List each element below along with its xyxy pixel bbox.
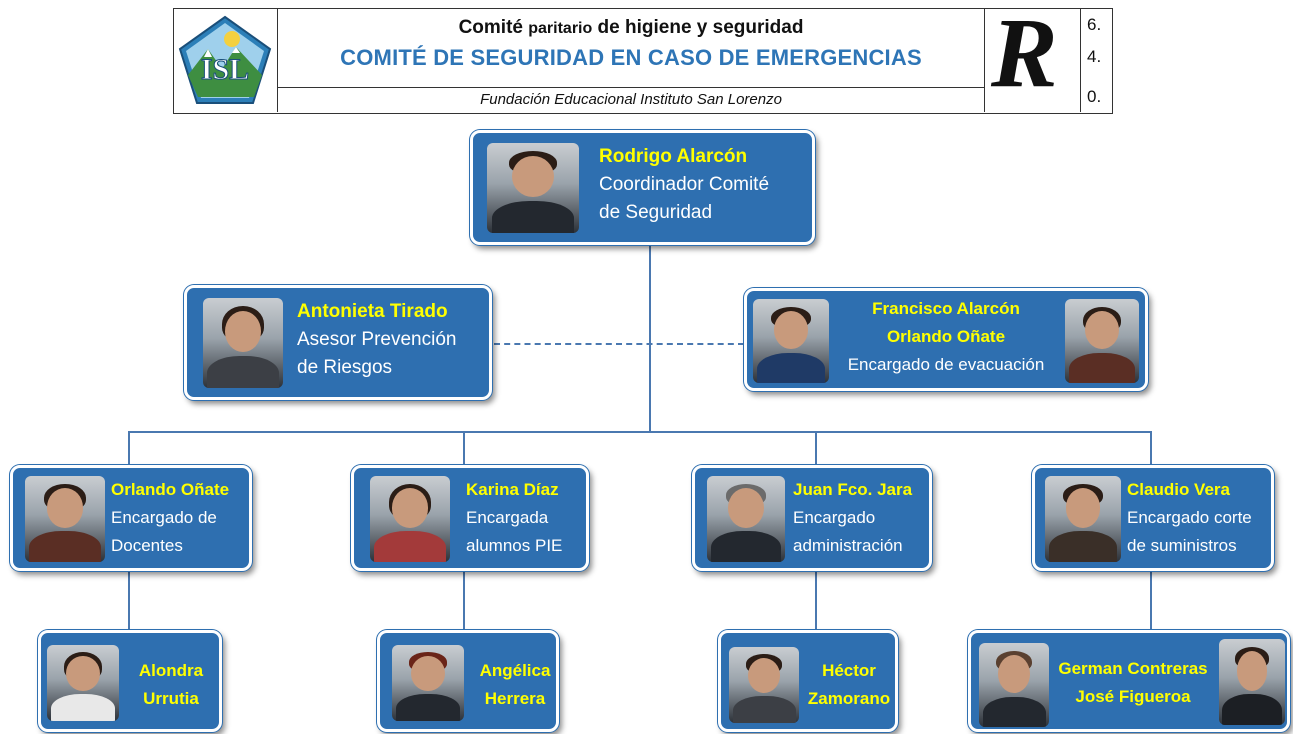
- level3-box-2: Angélica Herrera: [377, 630, 559, 732]
- level2-photo-4: [1045, 476, 1121, 562]
- level2-photo-3: [707, 476, 785, 562]
- title-part-2: de higiene y seguridad: [592, 17, 804, 38]
- level2-name-1: Orlando Oñate: [111, 480, 230, 499]
- connector-coordinator-down: [649, 244, 651, 432]
- level3-photo-3: [729, 647, 799, 723]
- revision-letter: R: [991, 0, 1058, 108]
- logo-text: ISL: [201, 53, 249, 86]
- coordinator-photo: [487, 143, 579, 233]
- evacuation-box: Francisco Alarcón Orlando Oñate Encargad…: [744, 288, 1148, 391]
- evacuation-role: Encargado de evacuación: [847, 355, 1045, 374]
- coordinator-role-line-2: de Seguridad: [599, 202, 713, 223]
- level3-photo-5: [1219, 639, 1285, 725]
- level3-photo-2: [392, 645, 464, 721]
- code-part-1: 6.: [1087, 15, 1102, 34]
- logo-cell: ISL: [174, 9, 278, 112]
- institution-name: Fundación Educacional Instituto San Lore…: [480, 91, 782, 108]
- title-part-1: Comité: [458, 17, 529, 38]
- level3-photo-1: [47, 645, 119, 721]
- level3-box-3: Héctor Zamorano: [718, 630, 898, 732]
- title-part-small: paritario: [528, 20, 593, 37]
- document-code-cell: 6. 4. 0.: [1081, 9, 1111, 112]
- connector-level3-3: [815, 570, 817, 632]
- advisor-box: Antonieta Tirado Asesor Prevención de Ri…: [184, 285, 492, 400]
- level2-photo-2: [370, 476, 450, 562]
- connector-level2-horizontal: [128, 431, 1152, 433]
- level2-role-1-line-2: Docentes: [111, 536, 183, 555]
- level2-name-2: Karina Díaz: [466, 480, 559, 499]
- level2-role-4-line-2: de suministros: [1127, 536, 1237, 555]
- document-subtitle: COMITÉ DE SEGURIDAD EN CASO DE EMERGENCI…: [340, 45, 922, 70]
- advisor-name: Antonieta Tirado: [297, 301, 448, 322]
- level2-photo-1: [25, 476, 105, 562]
- advisor-role-line-2: de Riesgos: [297, 357, 393, 378]
- code-part-3: 0.: [1087, 87, 1102, 106]
- code-part-2: 4.: [1087, 47, 1102, 66]
- connector-drop-4: [1150, 431, 1152, 469]
- level2-role-1-line-1: Encargado de: [111, 508, 217, 527]
- advisor-photo: [203, 298, 283, 388]
- connector-level3-4: [1150, 570, 1152, 632]
- level3-box-4: German Contreras José Figueroa: [968, 630, 1290, 732]
- connector-drop-2: [463, 431, 465, 469]
- level2-box-3: Juan Fco. Jara Encargado administración: [692, 465, 932, 571]
- level3-name-2-line-1: Angélica: [479, 661, 551, 680]
- level3-name-2-line-2: Herrera: [484, 689, 546, 708]
- level3-photo-4: [979, 643, 1049, 727]
- advisor-role-line-1: Asesor Prevención: [297, 329, 457, 350]
- revision-letter-cell: R: [985, 3, 1081, 112]
- level2-name-4: Claudio Vera: [1127, 480, 1230, 499]
- level3-name-4-line-1: German Contreras: [1058, 659, 1208, 678]
- level3-box-1: Alondra Urrutia: [38, 630, 222, 732]
- document-header: ISL Comité paritario de higiene y seguri…: [173, 3, 1113, 114]
- level2-box-4: Claudio Vera Encargado corte de suminist…: [1032, 465, 1274, 571]
- evacuation-photo-2: [1065, 299, 1139, 383]
- connector-level3-2: [463, 570, 465, 632]
- level3-name-1-line-1: Alondra: [138, 661, 204, 680]
- connector-drop-3: [815, 431, 817, 469]
- level3-name-1-line-2: Urrutia: [143, 689, 199, 708]
- level2-role-3-line-1: Encargado: [793, 508, 876, 527]
- coordinator-box: Rodrigo Alarcón Coordinador Comité de Se…: [470, 130, 815, 245]
- connector-level3-1: [128, 570, 130, 632]
- coordinator-name: Rodrigo Alarcón: [599, 146, 748, 167]
- level2-box-1: Orlando Oñate Encargado de Docentes: [10, 465, 252, 571]
- level2-role-2-line-1: Encargada: [466, 508, 549, 527]
- level2-box-2: Karina Díaz Encargada alumnos PIE: [351, 465, 589, 571]
- level2-role-2-line-2: alumnos PIE: [466, 536, 563, 555]
- connector-drop-1: [128, 431, 130, 469]
- evacuation-name-1: Francisco Alarcón: [872, 299, 1020, 318]
- evacuation-name-2: Orlando Oñate: [886, 327, 1006, 346]
- isl-logo: ISL: [178, 15, 272, 104]
- evacuation-photo-1: [753, 299, 829, 383]
- coordinator-role-line-1: Coordinador Comité: [599, 174, 770, 195]
- title-cell: Comité paritario de higiene y seguridad …: [278, 9, 985, 88]
- level2-name-3: Juan Fco. Jara: [793, 480, 913, 499]
- level2-role-4-line-1: Encargado corte: [1127, 508, 1252, 527]
- level2-role-3-line-2: administración: [793, 536, 903, 555]
- level3-name-4-line-2: José Figueroa: [1075, 687, 1191, 706]
- committee-title: Comité paritario de higiene y seguridad: [278, 17, 984, 39]
- advisor-dashed-connector: [494, 343, 744, 345]
- level3-name-3-line-2: Zamorano: [807, 689, 891, 708]
- institution-cell: Fundación Educacional Instituto San Lore…: [278, 88, 985, 112]
- level3-name-3-line-1: Héctor: [822, 661, 876, 680]
